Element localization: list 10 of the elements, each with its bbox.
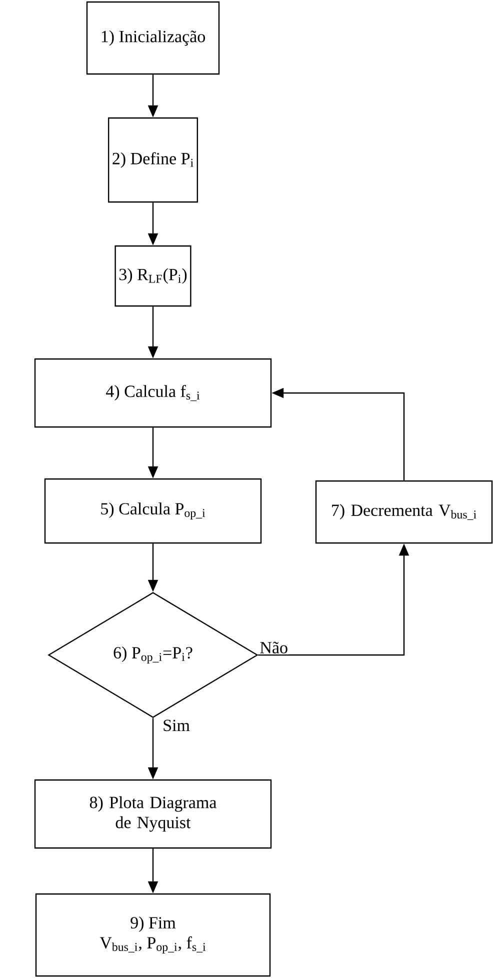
process-box: 2) Define P$_{i}$ <box>108 117 198 203</box>
edge-label: Sim <box>162 718 191 732</box>
process-box: 5) Calcula P$_{op_i}$ <box>44 478 262 544</box>
process-box: 9) Fim V$_{bus_i}$, P$_{op_i}$, f$_{s_i}$ <box>35 893 271 977</box>
edge-label: Não <box>258 640 290 654</box>
process-box: 7) Decrementa V$_{bus_i}$ <box>315 480 493 544</box>
process-box: 4) Calcula f$_{s_i}$ <box>34 358 272 428</box>
process-box: 3) R$_{LF}$(P$_{i}$) <box>114 245 192 307</box>
process-box: 8) Plota Diagrama de Nyquist <box>34 779 272 849</box>
process-box: 1) Inicialização <box>86 1 220 75</box>
